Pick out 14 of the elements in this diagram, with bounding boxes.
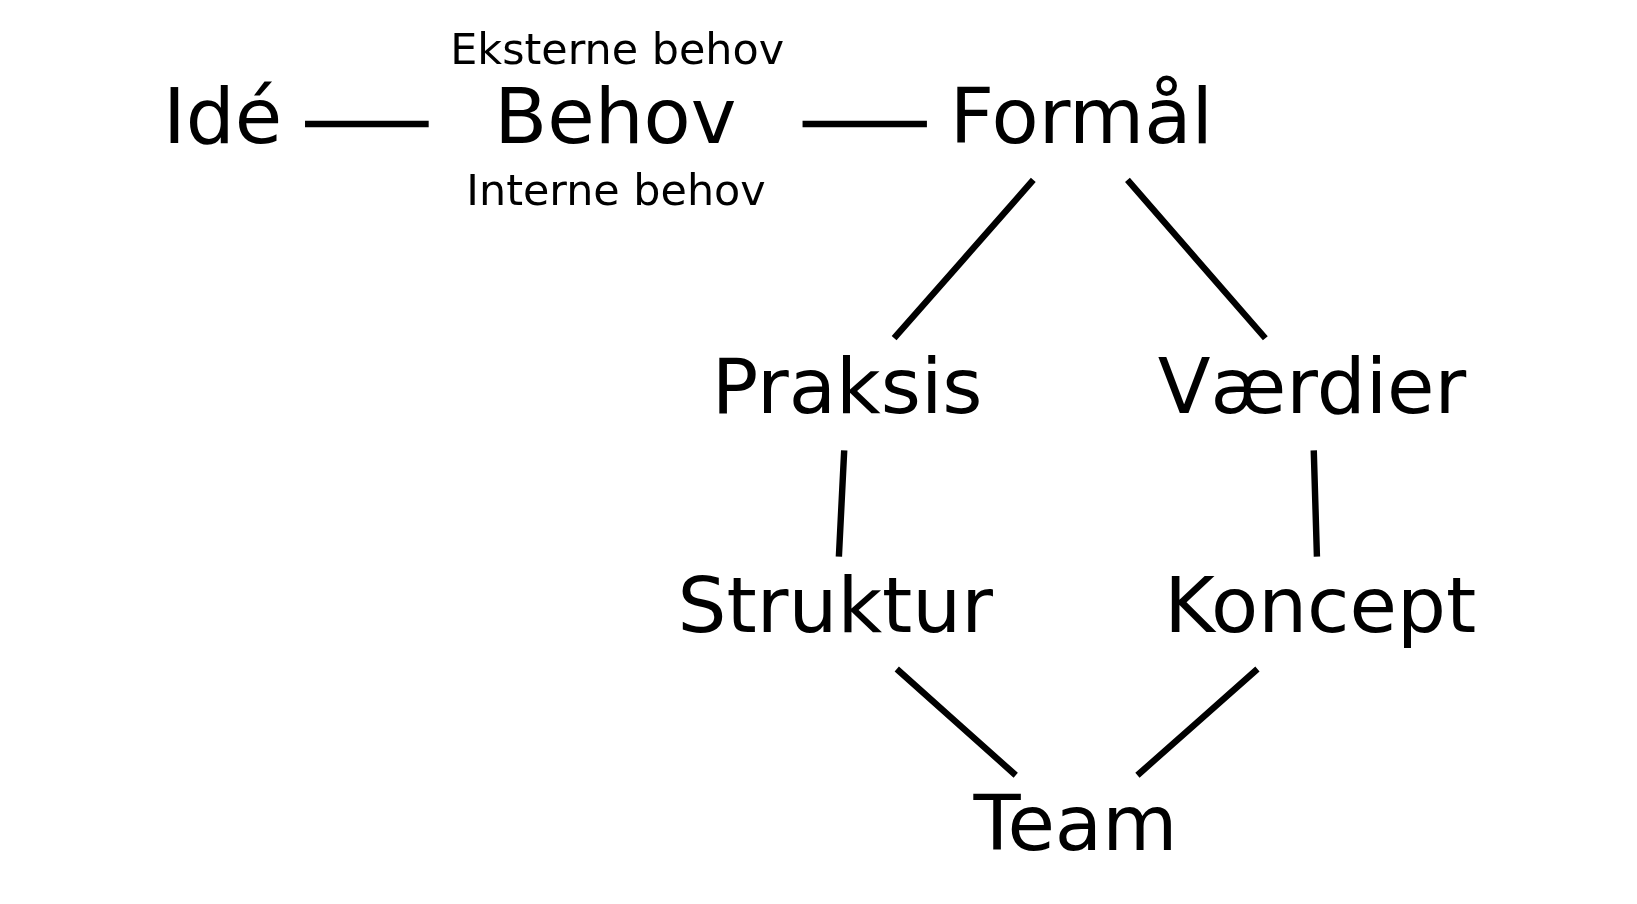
connector [835, 450, 848, 557]
connector [1125, 177, 1268, 341]
connector [894, 666, 1018, 778]
node-text: Formål [949, 70, 1213, 161]
node-label: Interne behov [466, 165, 766, 216]
node-text: Struktur [677, 559, 993, 650]
node-text: Koncept [1164, 559, 1477, 650]
node-text: Team [973, 778, 1178, 869]
connector [1135, 666, 1260, 778]
connector [891, 177, 1036, 341]
connector [1310, 450, 1321, 557]
node-text: Praksis [711, 340, 983, 431]
node-text: Værdier [1157, 340, 1467, 431]
node-text: Idé [163, 70, 283, 161]
